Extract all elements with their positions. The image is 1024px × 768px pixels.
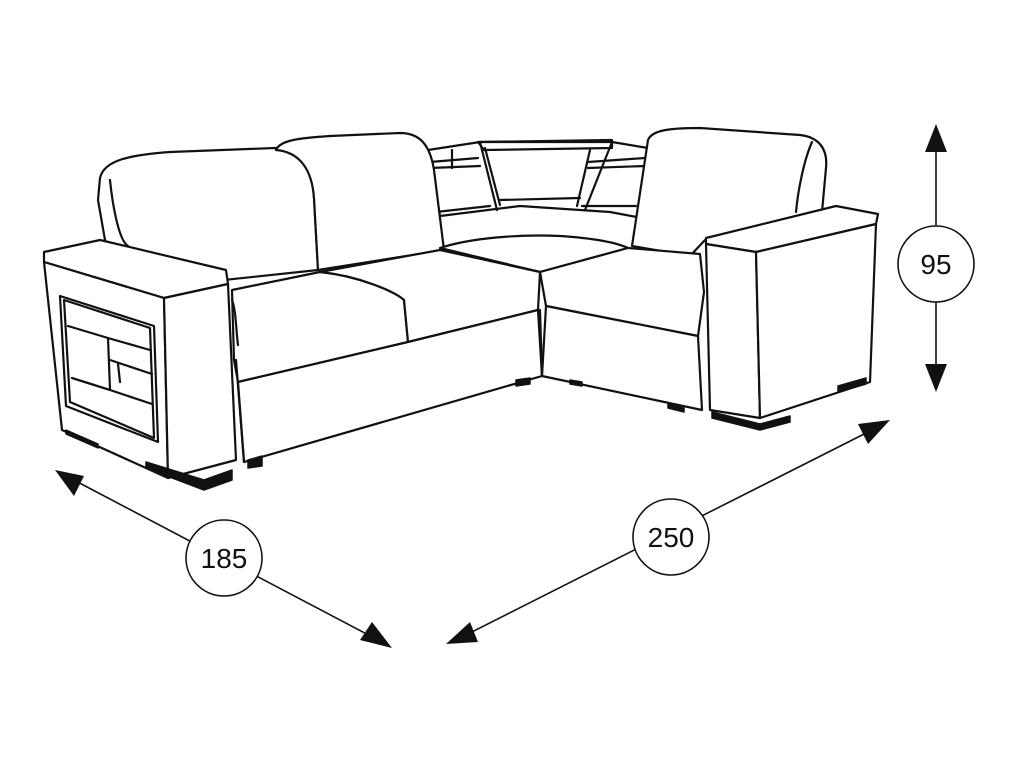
arrow-right-icon <box>858 420 890 444</box>
corner-sofa-drawing <box>42 126 880 491</box>
armrest-left <box>42 238 263 491</box>
width-label: 250 <box>648 522 695 553</box>
seat-cushion-middle <box>318 248 542 344</box>
dimension-depth: 185 <box>55 470 392 648</box>
back-cushion-right <box>630 126 828 258</box>
back-cushion-middle <box>274 131 446 272</box>
corner-shelf-unit <box>426 138 650 220</box>
dimension-height: 95 <box>897 124 975 392</box>
arrow-right-icon <box>360 622 392 648</box>
arrow-left-icon <box>55 470 84 496</box>
height-label-circle <box>897 225 975 303</box>
dimension-width: 250 <box>446 420 890 644</box>
width-label-circle <box>632 498 710 576</box>
arrow-up-icon <box>925 124 947 152</box>
depth-label: 185 <box>201 543 248 574</box>
corner-seat <box>438 234 630 274</box>
depth-label-circle <box>185 519 263 597</box>
arrow-left-icon <box>446 622 478 644</box>
armrest-right <box>515 204 880 431</box>
height-label: 95 <box>920 249 951 280</box>
arrow-down-icon <box>925 364 947 392</box>
